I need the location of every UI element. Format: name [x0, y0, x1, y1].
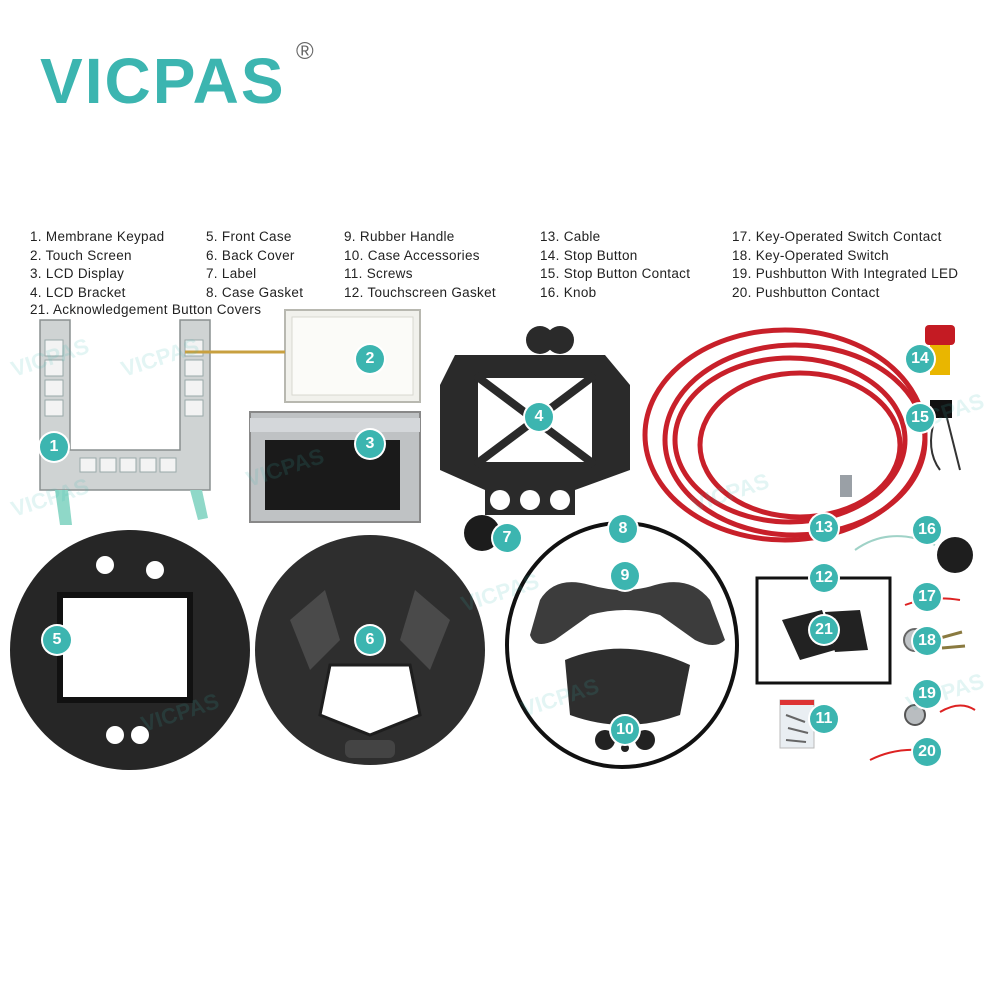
badge-13: 13: [810, 514, 838, 542]
knob-part: [854, 535, 973, 573]
badge-8: 8: [609, 515, 637, 543]
legend-column-2: 5. Front Case 6. Back Cover 7. Label 8. …: [206, 228, 303, 302]
legend-item: 17. Key-Operated Switch Contact: [732, 229, 942, 244]
touch-screen-part: [185, 309, 421, 403]
legend-column-3: 9. Rubber Handle 10. Case Accessories 11…: [344, 228, 496, 302]
screws-part: [779, 699, 815, 749]
legend-item: 3. LCD Display: [30, 266, 125, 281]
legend-item-21: 21. Acknowledgement Button Covers: [30, 302, 262, 317]
legend-item: 6. Back Cover: [206, 247, 295, 263]
badge-14: 14: [906, 345, 934, 373]
legend-item: 12. Touchscreen Gasket: [344, 284, 496, 300]
badge-9: 9: [611, 562, 639, 590]
legend-item: 18. Key-Operated Switch: [732, 247, 889, 263]
stop-button-part: [925, 325, 955, 375]
lcd-bracket-part: [440, 326, 630, 515]
case-accessories-part: [595, 730, 655, 752]
badge-15: 15: [906, 404, 934, 432]
badge-11: 11: [810, 705, 838, 733]
badge-19: 19: [913, 680, 941, 708]
legend-item: 19. Pushbutton With Integrated LED: [732, 266, 959, 281]
badge-18: 18: [913, 627, 941, 655]
cable-connector: [840, 475, 852, 497]
badge-7: 7: [493, 524, 521, 552]
legend-item: 8. Case Gasket: [206, 284, 304, 300]
badge-5: 5: [43, 626, 71, 654]
badge-2: 2: [356, 345, 384, 373]
legend-item: 2. Touch Screen: [30, 247, 132, 263]
label-part: [464, 515, 500, 551]
legend-item: 15. Stop Button Contact: [540, 266, 691, 281]
legend-item: 13. Cable: [540, 229, 601, 244]
badge-17: 17: [913, 583, 941, 611]
legend-column-4: 13. Cable 14. Stop Button 15. Stop Butto…: [540, 228, 690, 302]
registered-mark: ®: [296, 38, 314, 65]
membrane-keypad-part: [39, 319, 211, 525]
legend-item: 9. Rubber Handle: [344, 229, 455, 244]
badge-12: 12: [810, 564, 838, 592]
brand-logo: VICPAS: [40, 45, 286, 117]
badge-1: 1: [40, 433, 68, 461]
rubber-handle-part: [530, 582, 725, 725]
badge-6: 6: [356, 626, 384, 654]
front-case-part: [10, 530, 250, 770]
badge-3: 3: [356, 430, 384, 458]
badge-20: 20: [913, 738, 941, 766]
stop-button-contact-part: [930, 400, 961, 471]
legend-column-5: 17. Key-Operated Switch Contact 18. Key-…: [732, 228, 958, 302]
legend-item: 20. Pushbutton Contact: [732, 284, 880, 300]
badge-10: 10: [611, 716, 639, 744]
legend-item: 1. Membrane Keypad: [30, 229, 165, 244]
pushbutton-led-part: [904, 704, 976, 726]
legend-column-1: 1. Membrane Keypad 2. Touch Screen 3. LC…: [30, 228, 164, 302]
legend-item: 7. Label: [206, 266, 257, 281]
badge-21: 21: [810, 616, 838, 644]
legend-item: 10. Case Accessories: [344, 247, 480, 263]
legend-item: 14. Stop Button: [540, 247, 638, 263]
lcd-display-part: [249, 411, 421, 523]
legend-item: 11. Screws: [344, 266, 413, 281]
badge-4: 4: [525, 403, 553, 431]
badge-16: 16: [913, 516, 941, 544]
legend-item: 4. LCD Bracket: [30, 284, 126, 300]
legend-item: 16. Knob: [540, 284, 597, 300]
cable-part: [642, 327, 928, 543]
legend-item: 5. Front Case: [206, 229, 292, 244]
